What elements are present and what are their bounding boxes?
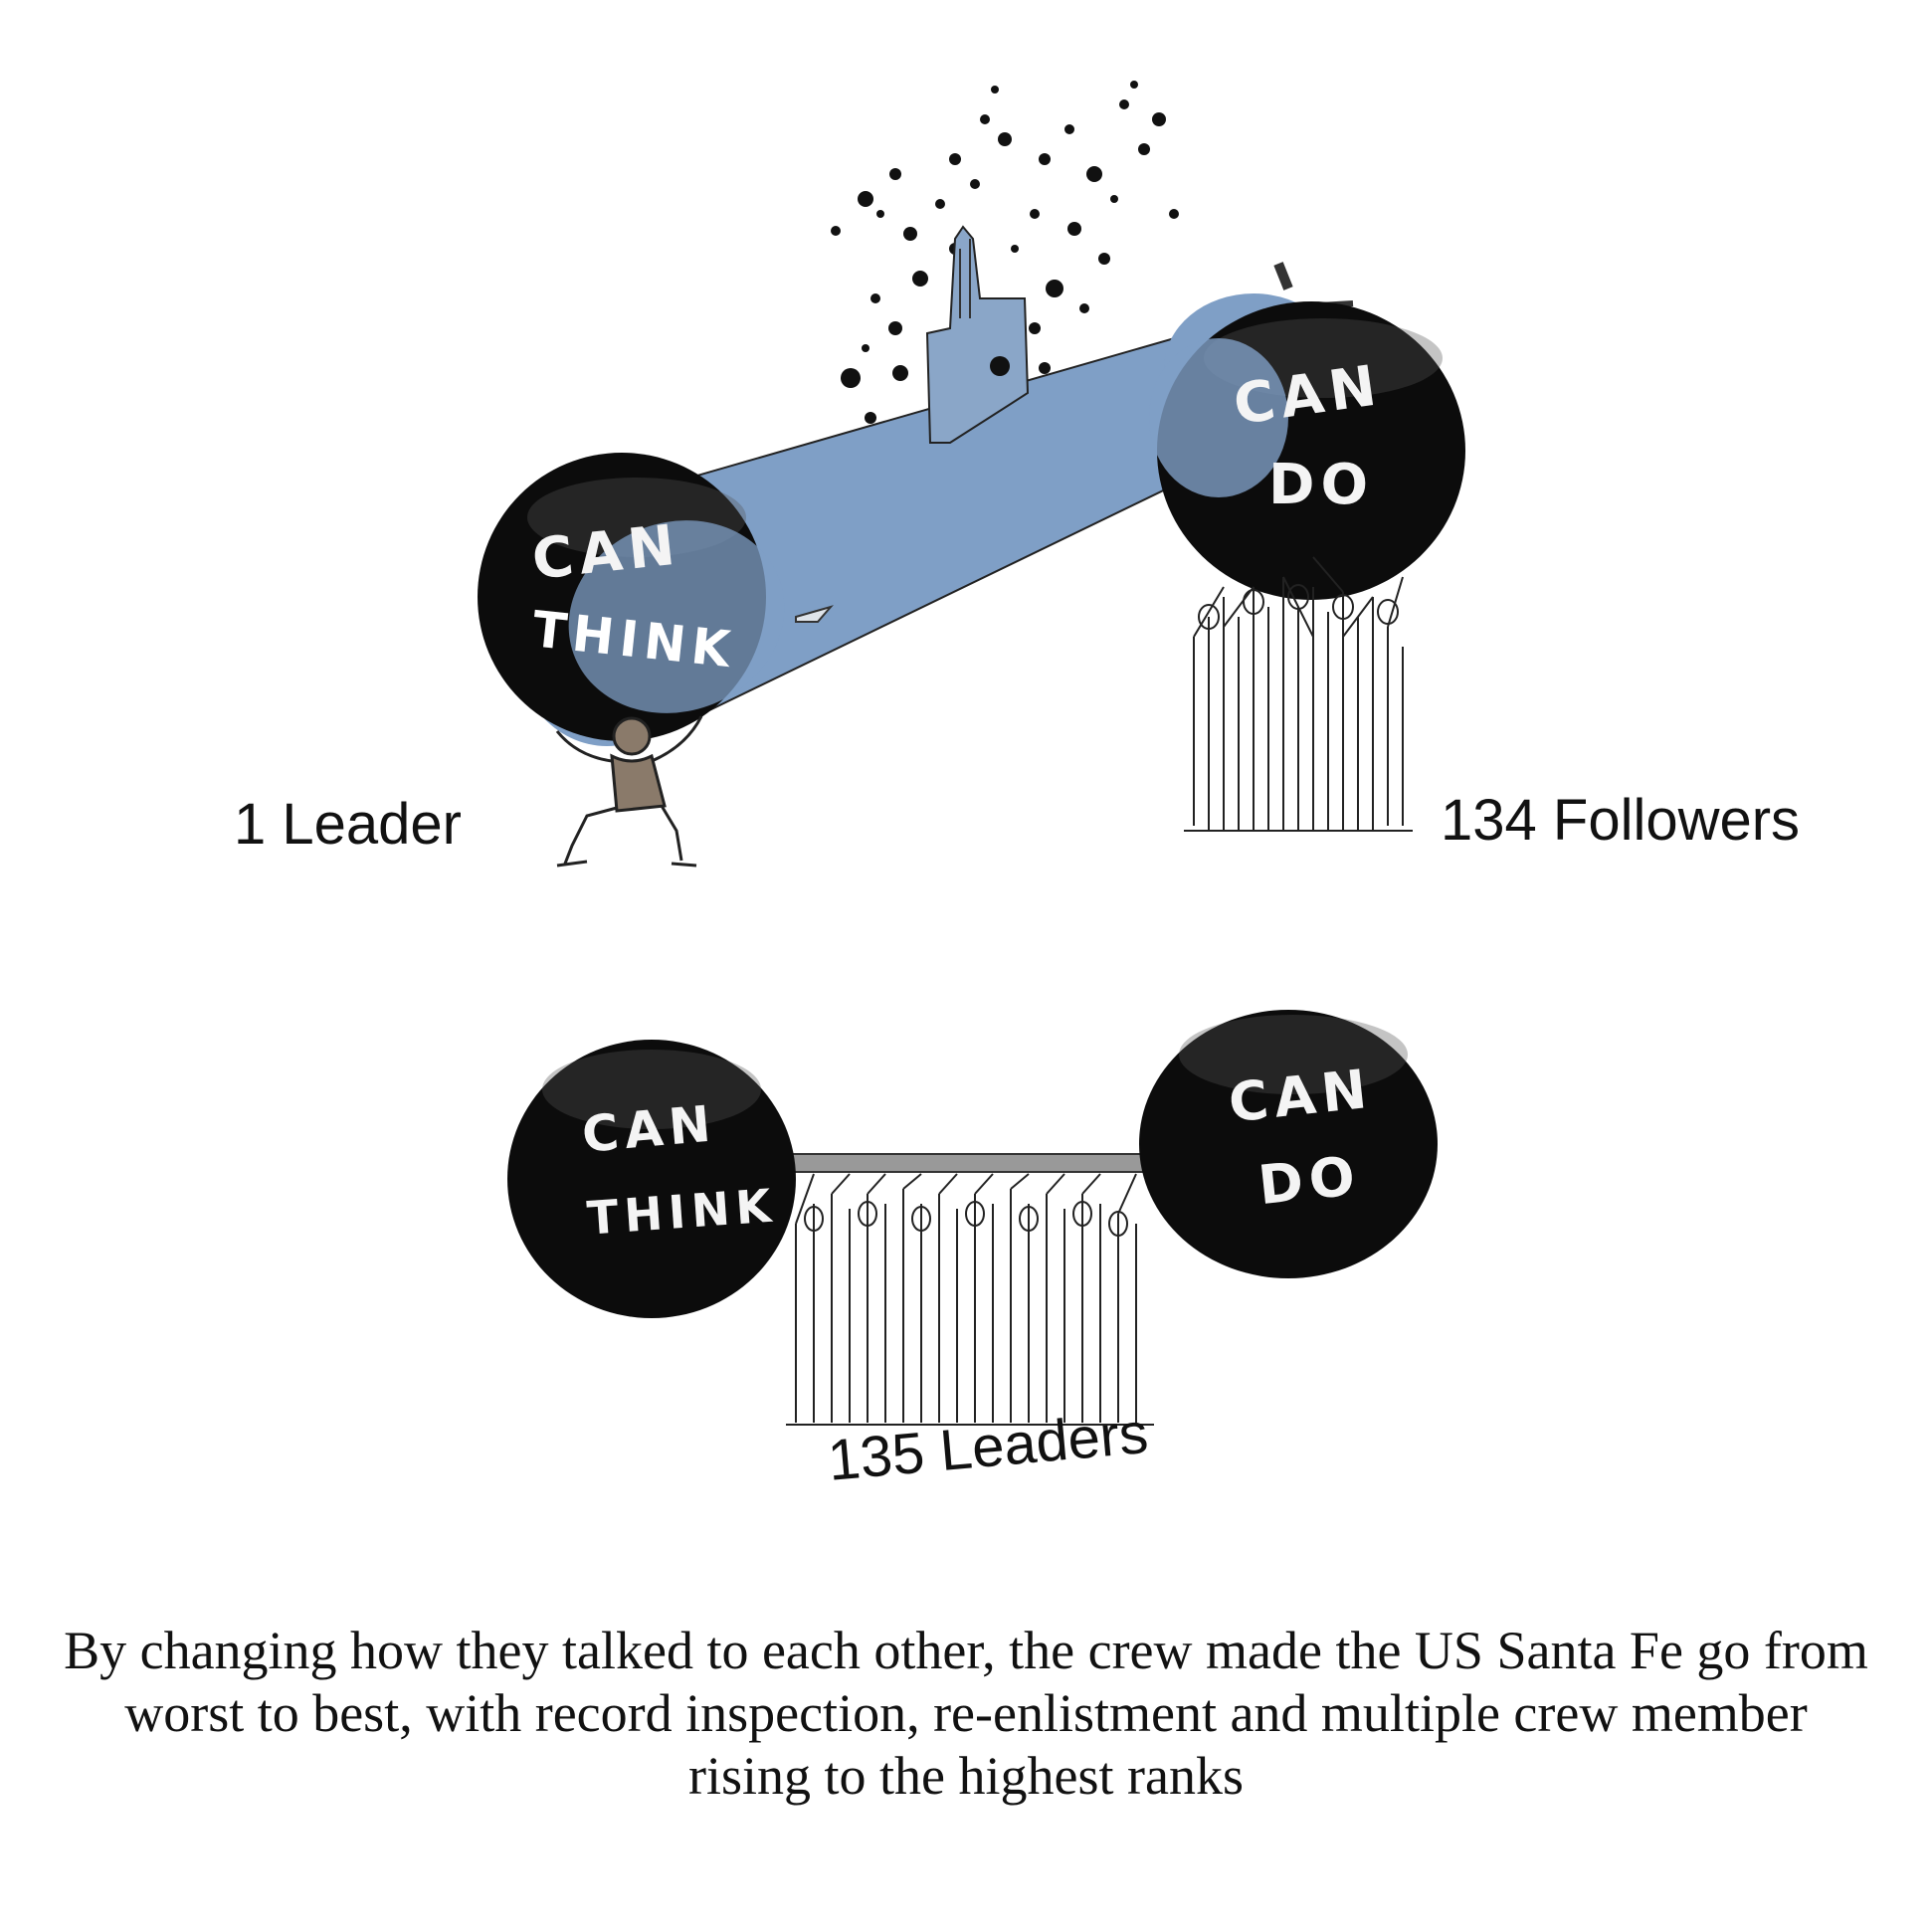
can-do-line2-bottom: DO — [1255, 1143, 1364, 1218]
bubbles — [831, 81, 1179, 424]
leaders-crowd — [786, 1173, 1154, 1426]
leader-figure — [555, 715, 703, 868]
can-do-ball-bottom — [1139, 1010, 1438, 1278]
one-leader-label: 1 Leader — [234, 792, 462, 857]
bottom-scene — [507, 1010, 1438, 1426]
followers-crowd — [1184, 556, 1413, 832]
connecting-bar — [785, 1153, 1165, 1173]
can-think-line1-top: CAN — [528, 512, 684, 593]
top-scene — [478, 81, 1465, 868]
followers-label: 134 Followers — [1441, 788, 1801, 853]
can-think-ball-bottom — [507, 1040, 796, 1318]
can-do-line2-top: DO — [1268, 453, 1375, 517]
can-do-line1-bottom: CAN — [1226, 1057, 1376, 1135]
caption: By changing how they talked to each othe… — [64, 1621, 1868, 1806]
can-think-line2-bottom: THINK — [585, 1178, 779, 1246]
can-think-line1-bottom: CAN — [579, 1094, 719, 1164]
